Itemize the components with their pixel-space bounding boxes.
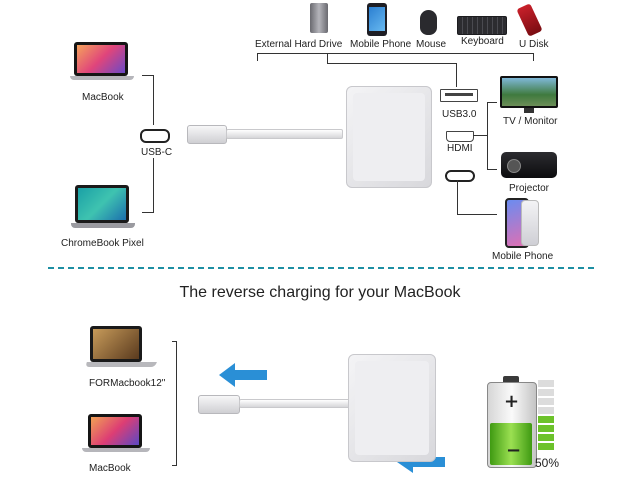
projector-icon bbox=[501, 152, 557, 178]
usb-c-label: USB-C bbox=[141, 147, 173, 158]
mouse-icon bbox=[420, 10, 437, 35]
battery-level-bars bbox=[538, 380, 554, 452]
connector-line bbox=[533, 53, 534, 61]
projector-label: Projector bbox=[509, 183, 550, 194]
section-divider bbox=[48, 267, 594, 269]
formacbook-label: FORMacbook12" bbox=[89, 378, 166, 389]
external-hard-drive-label: External Hard Drive bbox=[255, 39, 343, 50]
battery-percent: 50% bbox=[535, 456, 560, 470]
u-disk-label: U Disk bbox=[519, 39, 549, 50]
laptop-icon bbox=[70, 42, 134, 82]
chromebook-label: ChromeBook Pixel bbox=[61, 238, 144, 249]
connector-line bbox=[487, 169, 497, 170]
mouse-label: Mouse bbox=[416, 39, 447, 50]
connector-line bbox=[153, 158, 154, 213]
mobile-phone-top-label: Mobile Phone bbox=[350, 39, 412, 50]
connector-line bbox=[487, 102, 488, 170]
arrow-left-icon bbox=[219, 363, 267, 387]
connector-line bbox=[327, 63, 457, 64]
connector-line bbox=[456, 63, 457, 87]
laptop-icon bbox=[85, 326, 157, 372]
usb-c-plug bbox=[187, 125, 227, 144]
mobile-phone-right-label: Mobile Phone bbox=[492, 251, 554, 262]
adapter-hub bbox=[346, 86, 432, 188]
usb-disk-icon bbox=[516, 3, 543, 37]
connector-line bbox=[172, 465, 176, 466]
connector-line bbox=[176, 341, 177, 466]
usb-c-port-icon bbox=[140, 129, 170, 143]
connector-line bbox=[257, 53, 534, 54]
phone-icon bbox=[505, 198, 539, 248]
battery-icon: + − bbox=[487, 376, 537, 468]
connector-line bbox=[327, 53, 328, 63]
macbook-label: MacBook bbox=[82, 92, 124, 103]
connector-line bbox=[172, 341, 176, 342]
connector-line bbox=[142, 75, 153, 76]
usb-c-plug bbox=[198, 395, 240, 414]
tv-monitor-label: TV / Monitor bbox=[503, 116, 558, 127]
usb3-label: USB3.0 bbox=[442, 109, 477, 120]
connector-line bbox=[487, 102, 497, 103]
connector-line bbox=[153, 75, 154, 125]
connector-line bbox=[142, 212, 153, 213]
cable bbox=[239, 399, 351, 408]
adapter-hub bbox=[348, 354, 436, 462]
cable bbox=[226, 129, 343, 139]
connector-line bbox=[473, 135, 487, 136]
tv-icon bbox=[500, 76, 560, 114]
phone-icon bbox=[367, 3, 387, 36]
laptop-icon bbox=[71, 185, 135, 231]
hdmi-port-icon bbox=[446, 131, 474, 142]
hard-drive-icon bbox=[310, 3, 328, 33]
connector-line bbox=[457, 214, 497, 215]
connector-line bbox=[457, 180, 458, 214]
keyboard-icon bbox=[457, 16, 507, 35]
section-heading: The reverse charging for your MacBook bbox=[179, 284, 461, 301]
hdmi-label: HDMI bbox=[447, 143, 473, 154]
usb-c-port-icon bbox=[445, 170, 475, 182]
connector-line bbox=[257, 53, 258, 61]
usb3-port-icon bbox=[440, 89, 478, 102]
keyboard-label: Keyboard bbox=[461, 36, 504, 47]
macbook-bottom-label: MacBook bbox=[89, 463, 131, 474]
laptop-icon bbox=[82, 414, 150, 458]
